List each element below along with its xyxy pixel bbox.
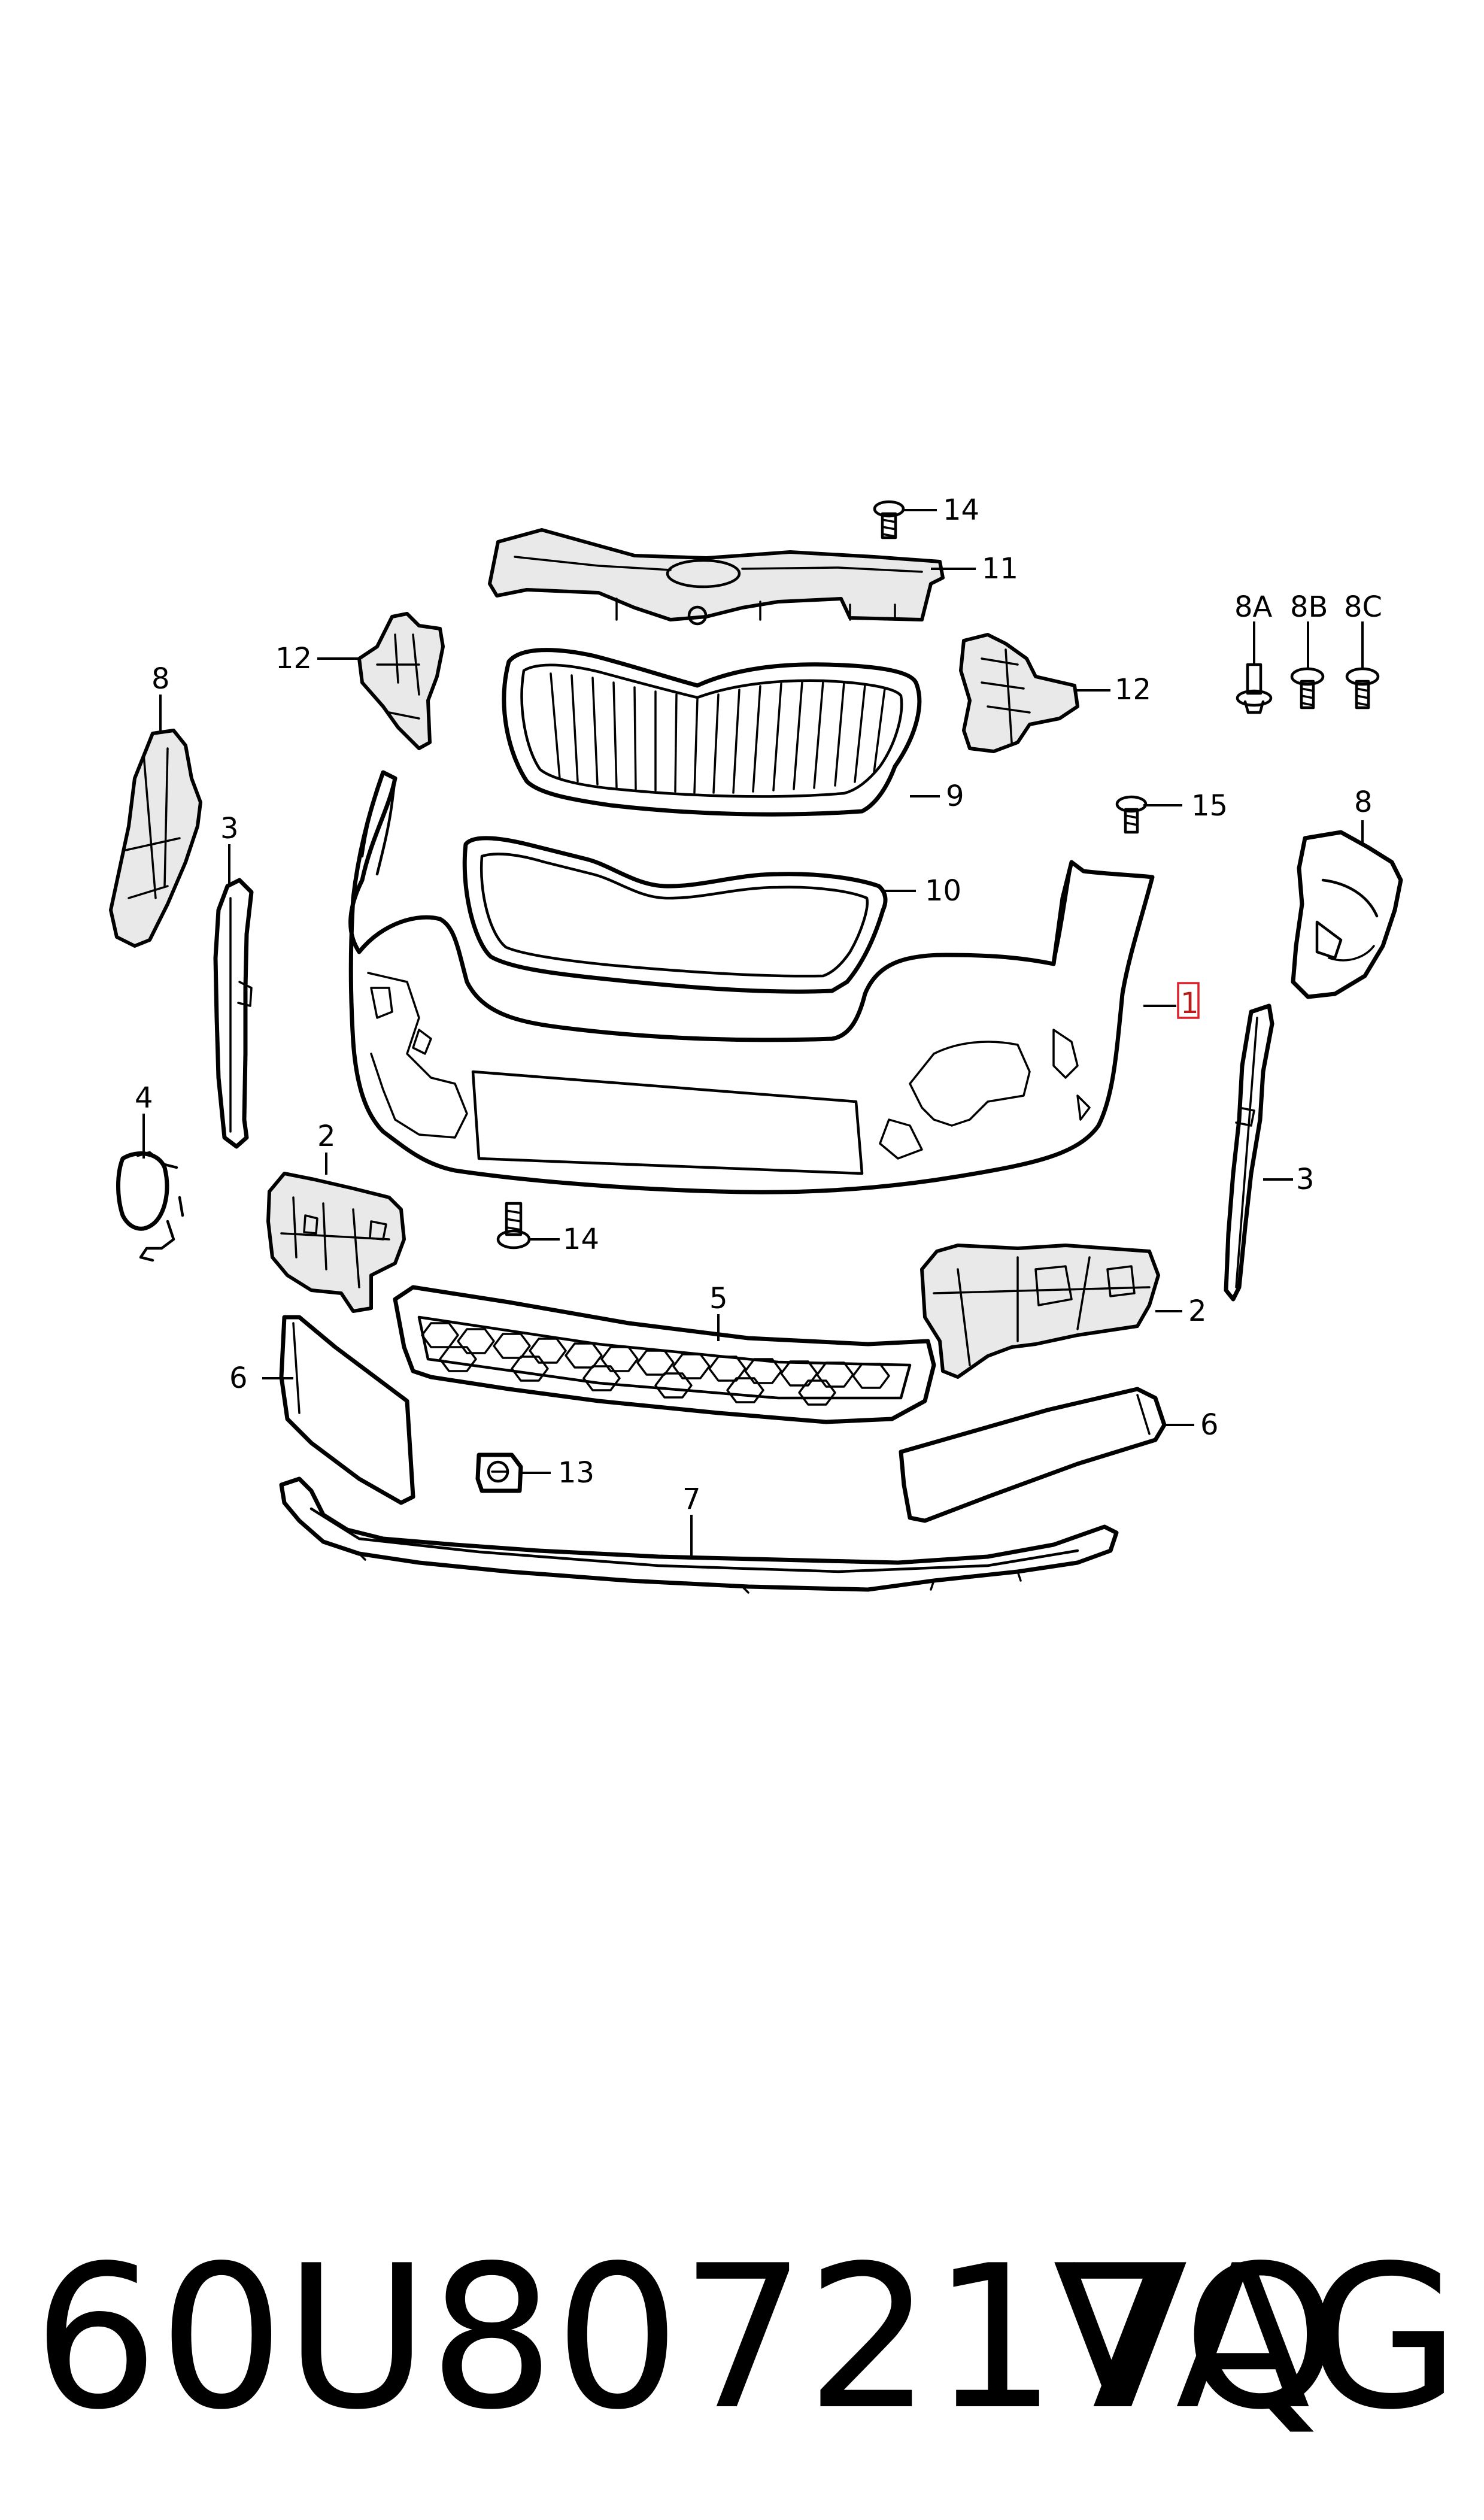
part-6-left-trim[interactable] (279, 1315, 415, 1505)
part-15-screw[interactable] (1115, 795, 1148, 834)
highlight-box (1177, 982, 1200, 1019)
callout-6-right: 6 (1200, 1408, 1219, 1442)
part-8A-bolt[interactable] (1236, 663, 1273, 714)
part-8-right-bracket[interactable] (1291, 830, 1403, 999)
callout-13: 13 (558, 1456, 594, 1490)
part-12-left-bracket[interactable] (357, 612, 445, 750)
callout-1-highlight[interactable]: 1 (1177, 982, 1200, 1020)
part-8B-screw[interactable] (1290, 667, 1325, 709)
brand-label: VAG (1052, 2223, 1460, 2453)
part-3-left-guide[interactable] (213, 878, 254, 1149)
part-1-bumper-cover[interactable] (348, 770, 1155, 1194)
callout-labels: 14 11 12 12 8 8A 8B 8C 9 15 8 3 10 4 2 3… (135, 493, 1382, 1516)
callout-5: 5 (709, 1282, 728, 1315)
callout-2-right: 2 (1188, 1294, 1207, 1328)
callout-4: 4 (135, 1081, 153, 1115)
part-2-left-absorber[interactable] (266, 1172, 406, 1313)
part-14-mid-bolt[interactable] (496, 1202, 531, 1250)
part-5-lower-grille[interactable] (393, 1285, 936, 1424)
callout-8A: 8A (1234, 590, 1273, 624)
part-3-right-guide[interactable] (1224, 1003, 1274, 1302)
part-11-upper-carrier[interactable] (488, 528, 945, 626)
part-7-spoiler-lip[interactable] (279, 1476, 1119, 1594)
callout-10: 10 (925, 874, 961, 908)
callout-8-left: 8 (151, 662, 170, 696)
part-6-right-trim[interactable] (899, 1387, 1167, 1523)
callout-3-left: 3 (220, 812, 239, 845)
callout-8B: 8B (1290, 590, 1328, 624)
callout-14-mid: 14 (563, 1223, 599, 1256)
callout-7: 7 (682, 1482, 701, 1516)
part-8-left-bracket[interactable] (109, 729, 202, 948)
callout-6-left: 6 (229, 1361, 248, 1395)
callout-12-left: 12 (275, 642, 312, 675)
part-9-radiator-grille[interactable] (502, 648, 922, 817)
callout-14-top: 14 (943, 493, 979, 527)
callout-8-right: 8 (1354, 786, 1373, 819)
part-4-fog-cap[interactable] (116, 1151, 184, 1262)
leader-lines (142, 509, 1364, 1557)
callout-3-right: 3 (1296, 1163, 1315, 1196)
part-14-top-bolt[interactable] (873, 500, 905, 539)
part-12-right-bracket[interactable] (959, 633, 1079, 753)
callout-2-left: 2 (317, 1120, 336, 1153)
callout-12-right: 12 (1115, 673, 1151, 706)
part-10-grille-frame[interactable] (462, 836, 888, 994)
callout-9: 9 (946, 780, 964, 813)
part-number: 60U807217Q (33, 2223, 1339, 2453)
part-8C-screw[interactable] (1345, 667, 1380, 709)
callout-8C: 8C (1344, 590, 1382, 624)
part-13-clip[interactable] (475, 1452, 523, 1493)
callout-11: 11 (982, 552, 1018, 586)
part-2-right-absorber[interactable] (920, 1244, 1160, 1379)
callout-1: 1 (1180, 987, 1199, 1020)
callout-15: 15 (1191, 789, 1228, 823)
